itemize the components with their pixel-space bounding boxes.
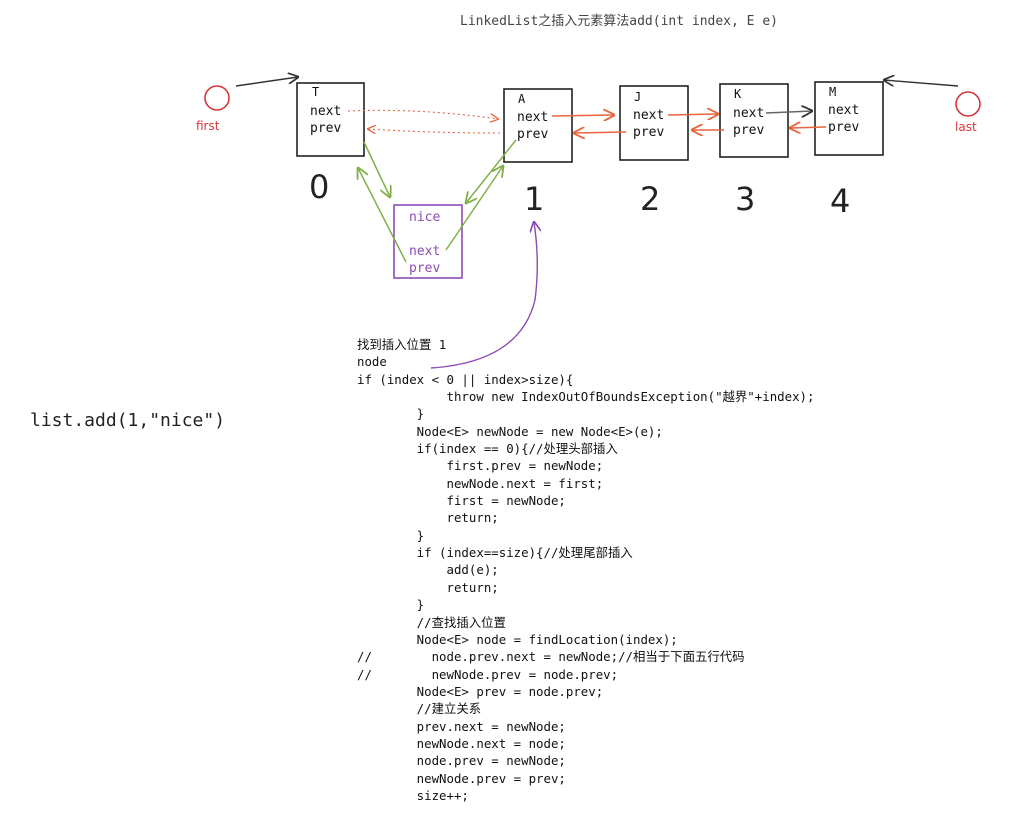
node-j-prev: prev xyxy=(633,125,664,140)
code-line: newNode.next = first; xyxy=(357,475,604,491)
node-a-next: next xyxy=(517,110,548,125)
new-link-nice-next-to-a xyxy=(445,166,503,251)
node-t-prev: prev xyxy=(310,121,341,136)
index-label-0: 0 xyxy=(309,168,329,206)
code-line: node xyxy=(357,354,387,370)
new-node-value: nice xyxy=(409,210,440,225)
next-link-k-m xyxy=(765,111,812,113)
code-line: newNode.prev = prev; xyxy=(357,770,566,786)
next-link-j-k xyxy=(667,114,718,115)
code-line: Node<E> prev = node.prev; xyxy=(357,683,604,699)
code-line: if (index==size){//处理尾部插入 xyxy=(357,545,633,561)
node-a-prev: prev xyxy=(517,127,548,142)
index-label-2: 2 xyxy=(640,180,660,218)
node-t-next: next xyxy=(310,104,341,119)
node-t-value: T xyxy=(312,85,319,99)
code-line: // node.prev.next = newNode;//相当于下面五行代码 xyxy=(357,649,745,665)
node-m-prev: prev xyxy=(828,120,859,135)
new-node-prev: prev xyxy=(409,261,440,276)
code-line: return; xyxy=(357,579,499,595)
last-pointer-arrow xyxy=(884,80,959,87)
code-line: node.prev = newNode; xyxy=(357,753,566,769)
code-line: } xyxy=(357,406,425,422)
code-line: } xyxy=(357,527,425,543)
code-line: prev.next = newNode; xyxy=(357,718,566,734)
node-k-prev: prev xyxy=(733,123,764,138)
code-line: //查找插入位置 xyxy=(357,614,506,630)
node-k-next: next xyxy=(733,106,764,121)
code-line: 找到插入位置 1 xyxy=(357,337,447,352)
node-box-j xyxy=(619,85,689,161)
code-line: add(e); xyxy=(357,562,499,578)
last-pointer-label: last xyxy=(955,120,977,134)
new-link-nice-prev-to-t xyxy=(358,168,407,263)
node-m-next: next xyxy=(828,103,859,118)
node-box-a xyxy=(503,88,573,163)
new-node-next: next xyxy=(409,244,440,259)
node-box-k xyxy=(719,83,789,158)
node-j-value: J xyxy=(634,90,641,104)
code-line: if(index == 0){//处理头部插入 xyxy=(357,441,618,457)
prev-link-m-k xyxy=(790,127,827,128)
node-a-value: A xyxy=(518,92,526,106)
code-line: return; xyxy=(357,510,499,526)
node-box-t xyxy=(296,82,365,157)
code-line: if (index < 0 || index>size){ xyxy=(357,371,574,387)
code-line: Node<E> node = findLocation(index); xyxy=(357,631,678,647)
first-pointer-arrow xyxy=(235,77,298,87)
node-j-next: next xyxy=(633,108,664,123)
index-label-1: 1 xyxy=(524,180,544,218)
page-title: LinkedList之插入元素算法add(int index, E e) xyxy=(460,14,778,29)
method-call-label: list.add(1,"nice") xyxy=(30,410,226,431)
node-box-m xyxy=(814,81,884,156)
code-line: first.prev = newNode; xyxy=(357,458,604,474)
new-link-a-prev-to-nice xyxy=(466,139,517,203)
code-line: first = newNode; xyxy=(357,493,566,509)
code-line: //建立关系 xyxy=(357,701,482,717)
first-pointer-label: first xyxy=(196,119,220,133)
last-pointer-circle xyxy=(955,91,981,117)
first-pointer-circle xyxy=(204,85,230,111)
node-m-value: M xyxy=(829,85,836,99)
node-k-value: K xyxy=(734,87,742,101)
new-node-box xyxy=(393,204,463,279)
code-line: newNode.next = node; xyxy=(357,735,566,751)
code-line: } xyxy=(357,597,425,613)
code-line: // newNode.prev = node.prev; xyxy=(357,666,619,682)
old-prev-link-a-t xyxy=(368,129,501,133)
next-link-a-j xyxy=(551,115,614,116)
new-link-t-next-to-nice xyxy=(363,141,390,197)
index-label-3: 3 xyxy=(735,180,755,218)
index-label-4: 4 xyxy=(830,182,850,220)
code-line: Node<E> newNode = new Node<E>(e); xyxy=(357,423,663,439)
prev-link-j-a xyxy=(574,132,627,133)
find-position-arrow xyxy=(430,222,537,369)
code-line: throw new IndexOutOfBoundsException("越界"… xyxy=(357,389,815,405)
code-line: size++; xyxy=(357,787,469,803)
old-next-link-t-a xyxy=(347,109,498,119)
